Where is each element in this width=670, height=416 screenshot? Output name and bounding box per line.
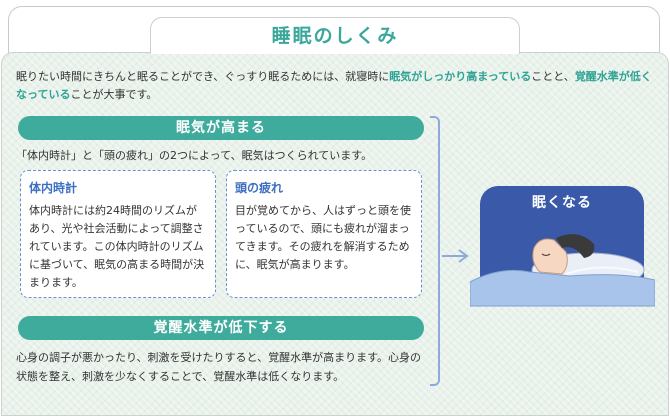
sleeper-hair xyxy=(556,234,595,258)
box-body-clock-title: 体内時計 xyxy=(29,181,78,195)
box-head-fatigue: 頭の疲れ 目が覚めてから、人はずっと頭を使っているので、頭にも疲れが溜まってきま… xyxy=(226,170,422,298)
box-body-clock-text: 体内時計には約24時間のリズムがあり、光や社会活動によって調整されています。この… xyxy=(29,204,205,289)
section1-lead: 「体内時計」と「頭の疲れ」の2つによって、眠気はつくられています。 xyxy=(16,149,373,162)
box-head-fatigue-text: 目が覚めてから、人はずっと頭を使っているので、頭にも疲れが溜まってきます。その疲… xyxy=(235,204,411,271)
box-head-fatigue-title: 頭の疲れ xyxy=(235,181,284,195)
blanket-fold xyxy=(565,266,639,275)
page-title: 睡眠のしくみ xyxy=(271,25,399,47)
intro-text-1: 眠りたい時間にきちんと眠ることができ、ぐっすり眠るためには、就寝時に xyxy=(16,70,390,83)
sleeping-person-illustration xyxy=(470,234,655,307)
intro-text-3: ことが大事です。 xyxy=(70,88,158,101)
section2-body: 心身の調子が悪かったり、刺激を受けたりすると、覚醒水準が高まります。心身の状態を… xyxy=(16,351,422,383)
intro-paragraph: 眠りたい時間にきちんと眠ることができ、ぐっすり眠るためには、就寝時に眠気がしっか… xyxy=(16,68,656,104)
arrow-right-icon xyxy=(442,249,469,263)
blanket xyxy=(470,269,655,307)
intro-highlight-1: 眠気がしっかり高まっている xyxy=(389,70,532,83)
sleeper-face xyxy=(532,238,568,275)
intro-highlight-2: 覚醒水準が低くなっている xyxy=(16,70,652,101)
bracket-connector xyxy=(430,116,440,386)
box-body-clock: 体内時計 体内時計には約24時間のリズムがあり、光や社会活動によって調整されてい… xyxy=(20,170,216,298)
section2-banner: 覚醒水準が低下する xyxy=(18,316,424,340)
closed-eye xyxy=(541,253,551,257)
result-label: 眠くなる xyxy=(532,195,592,211)
intro-text-2: ことと、 xyxy=(531,70,575,83)
section1-banner: 眠気が高まる xyxy=(18,116,424,140)
title-tab xyxy=(150,17,520,54)
